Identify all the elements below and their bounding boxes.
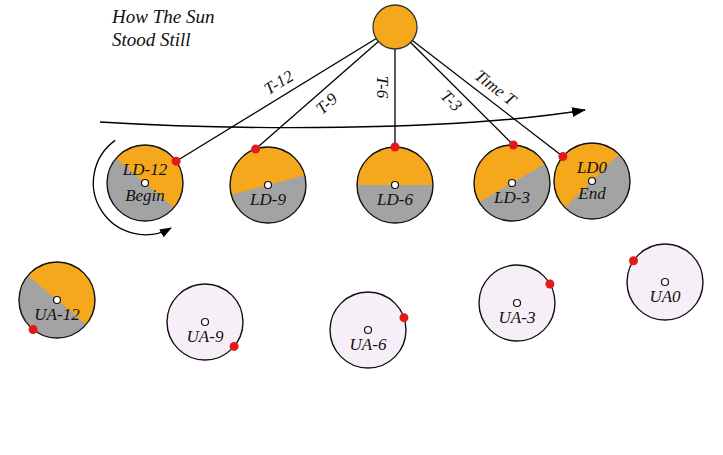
earth-disc: UA-9 — [167, 284, 243, 360]
disc-outline — [107, 145, 183, 221]
time-label: T-6 — [372, 76, 392, 98]
disc-outline — [19, 262, 95, 338]
day-side — [230, 147, 305, 195]
axis-dot — [392, 182, 399, 189]
disc-outline — [479, 265, 555, 341]
disc-outline — [474, 145, 550, 221]
sight-line — [176, 39, 376, 162]
observer-dot — [391, 143, 400, 152]
sight-line — [394, 49, 395, 147]
observer-dot — [558, 152, 567, 161]
day-side — [357, 147, 433, 185]
disc-outline — [230, 147, 306, 223]
disc-label: UA-12 — [19, 305, 95, 325]
disc-shape — [554, 143, 630, 219]
disc-label: LD0 — [554, 158, 630, 178]
night-side — [230, 147, 306, 223]
sight-line — [412, 40, 562, 156]
disc-label: UA-6 — [330, 335, 406, 355]
disc-shape — [474, 145, 550, 221]
earth-disc: LD0End — [554, 143, 630, 219]
observer-dot — [172, 157, 181, 166]
observer-dot — [230, 342, 239, 351]
night-side — [107, 145, 183, 221]
disc-shape — [167, 284, 243, 360]
earth-disc: UA0 — [627, 244, 703, 320]
night-side — [19, 262, 95, 338]
disc-label: LD-3 — [474, 188, 550, 208]
axis-dot — [514, 300, 521, 307]
axis-dot — [202, 319, 209, 326]
motion-arrow — [100, 110, 585, 128]
disc-outline — [627, 244, 703, 320]
earth-disc: LD-12Begin — [107, 145, 183, 221]
earth-disc: LD-3 — [474, 145, 550, 221]
earth-disc: LD-9 — [230, 147, 306, 223]
disc-label: UA-9 — [167, 327, 243, 347]
earth-disc: UA-3 — [479, 265, 555, 341]
axis-dot — [509, 180, 516, 187]
disc-label: LD-6 — [357, 190, 433, 210]
disc-shape — [330, 292, 406, 368]
disc-label: Begin — [107, 186, 183, 206]
disc-label: UA-3 — [479, 308, 555, 328]
sun — [373, 5, 417, 49]
axis-dot — [54, 297, 61, 304]
axis-dot — [365, 327, 372, 334]
disc-shape — [19, 262, 95, 338]
earth-disc: LD-6 — [357, 147, 433, 223]
disc-outline — [167, 284, 243, 360]
earth-disc: UA-6 — [330, 292, 406, 368]
disc-shape — [627, 244, 703, 320]
axis-dot — [265, 182, 272, 189]
observer-dot — [399, 313, 408, 322]
disc-label: LD-9 — [230, 190, 306, 210]
axis-dot — [589, 178, 596, 185]
disc-outline — [330, 292, 406, 368]
time-label: T-12 — [260, 66, 297, 99]
disc-outline — [554, 143, 630, 219]
diagram-title: How The Sun Stood Still — [112, 6, 244, 52]
earth-disc: UA-12 — [19, 262, 95, 338]
night-side — [357, 147, 433, 223]
disc-shape — [107, 145, 183, 221]
night-side — [474, 145, 550, 221]
time-label: Time T — [471, 66, 520, 110]
axis-dot — [142, 180, 149, 187]
disc-shape — [479, 265, 555, 341]
night-side — [554, 143, 630, 219]
disc-outline — [357, 147, 433, 223]
observer-dot — [251, 145, 260, 154]
disc-label: End — [554, 184, 630, 204]
observer-dot — [545, 280, 554, 289]
sight-line — [256, 41, 379, 149]
time-label: T-3 — [436, 86, 466, 116]
disc-label: UA0 — [627, 287, 703, 307]
time-label: T-9 — [312, 89, 342, 119]
disc-shape — [230, 147, 306, 223]
observer-dot — [509, 141, 518, 150]
axis-dot — [662, 279, 669, 286]
observer-dot — [29, 325, 38, 334]
disc-shape — [357, 147, 433, 223]
disc-label: LD-12 — [107, 160, 183, 180]
observer-dot — [629, 256, 638, 265]
